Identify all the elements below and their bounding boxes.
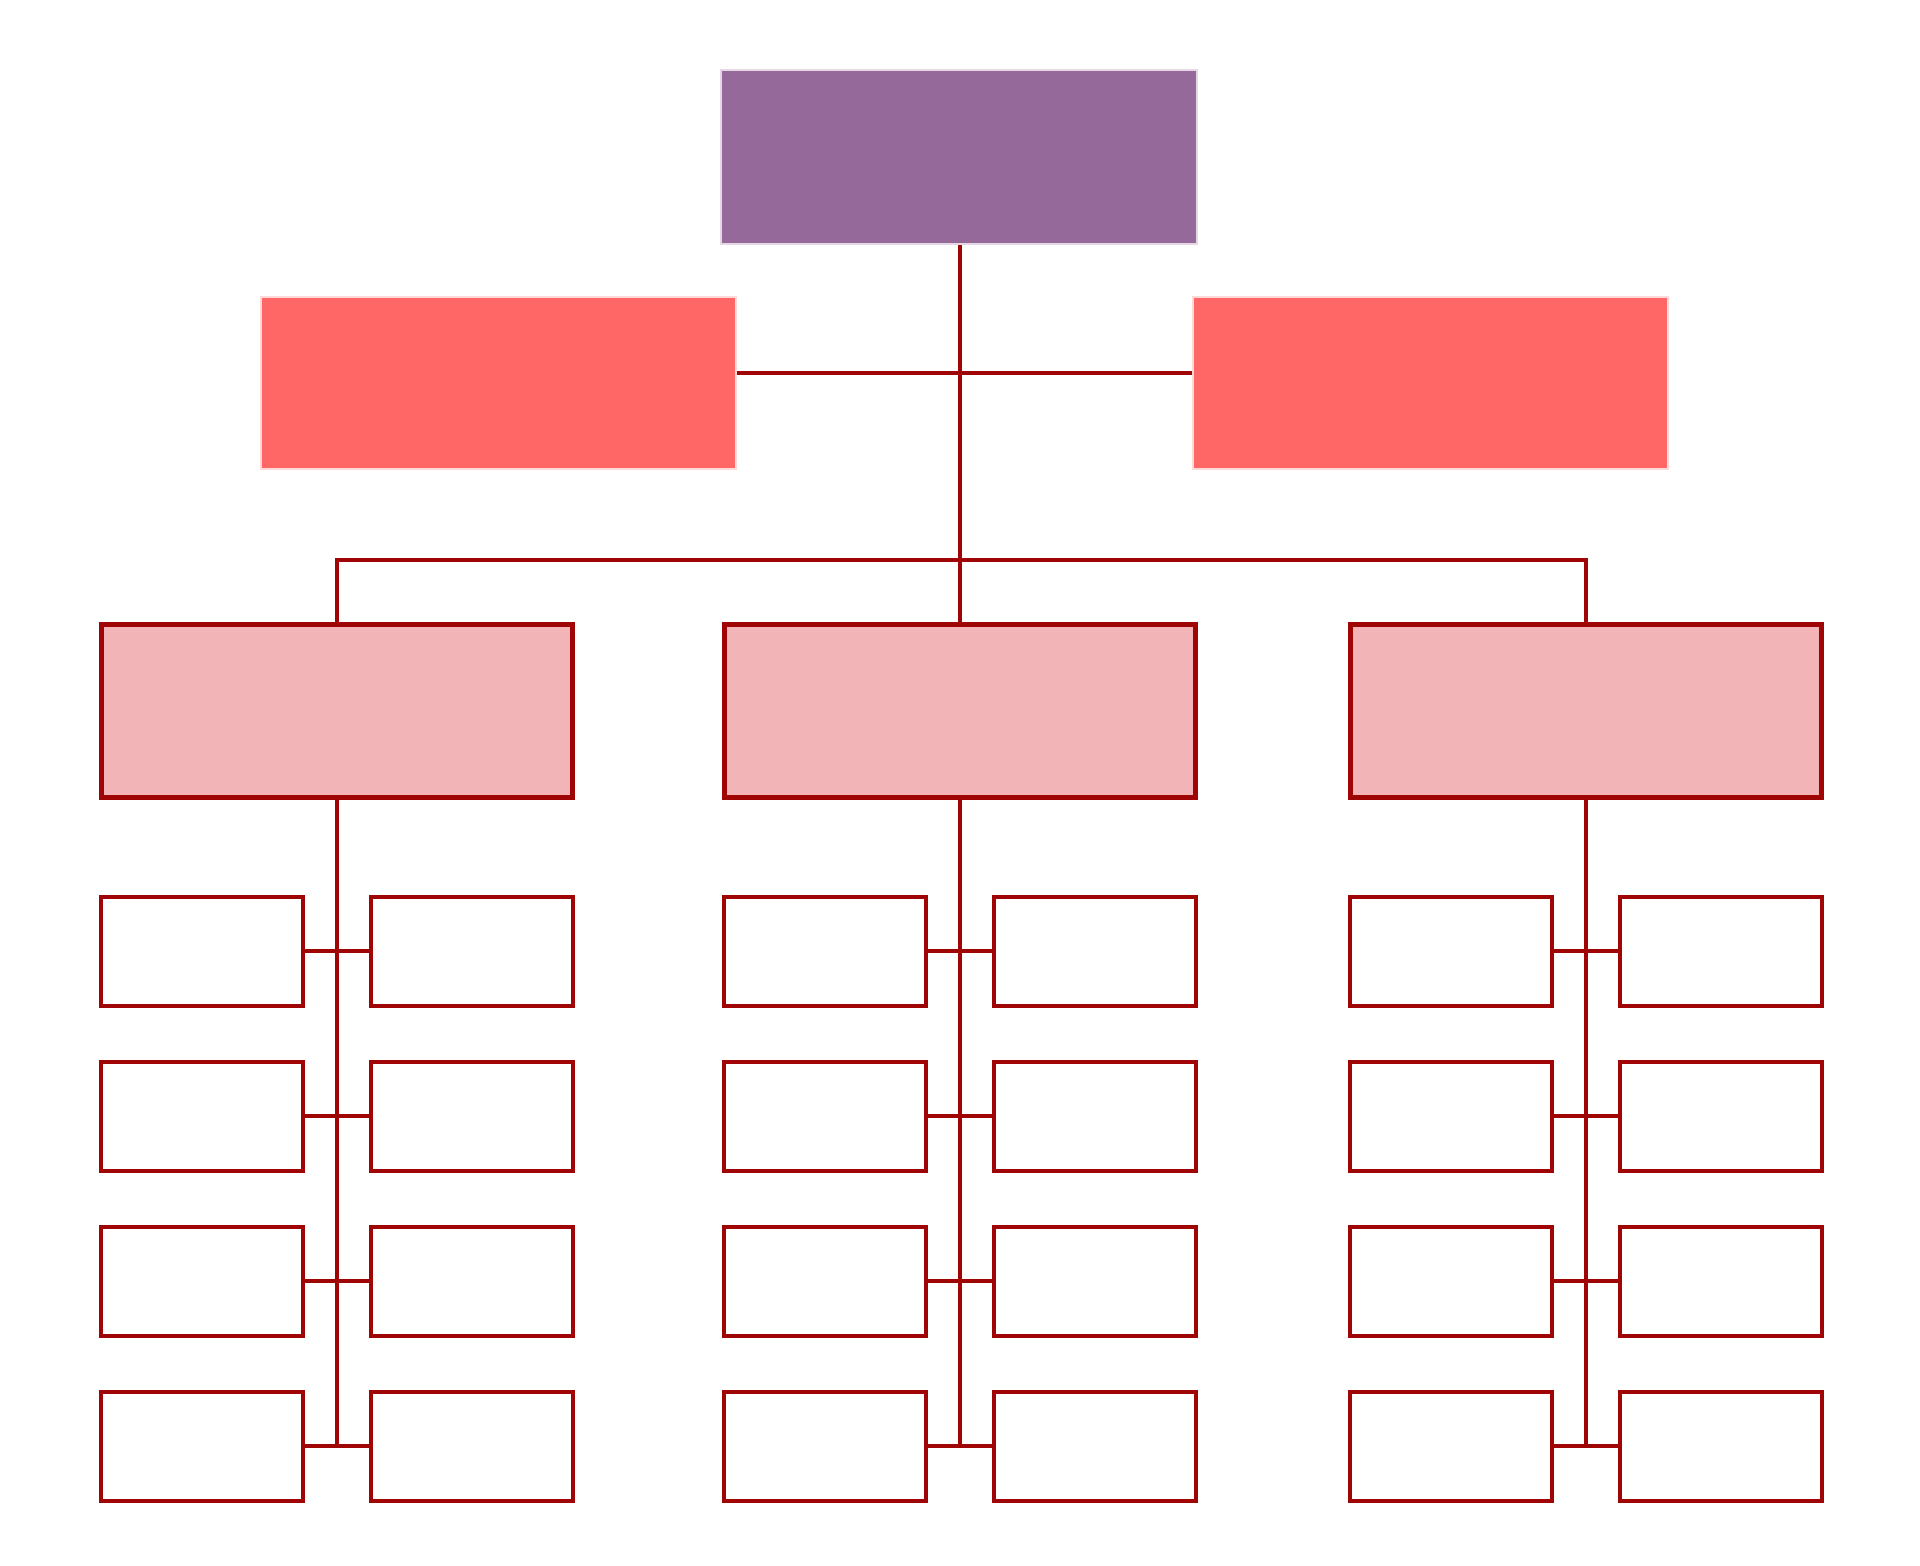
branch-spine-connector-1 [335, 798, 339, 1448]
leaf-node-2-2[interactable] [992, 895, 1198, 1008]
leaf-node-3-2[interactable] [1618, 895, 1824, 1008]
branch-node-3[interactable] [1348, 622, 1824, 800]
leaf-node-2-4[interactable] [992, 1060, 1198, 1173]
leaf-node-3-3[interactable] [1348, 1060, 1554, 1173]
leaf-row-connector-3-4 [1554, 1444, 1618, 1448]
leaf-row-connector-3-2 [1554, 1114, 1618, 1118]
leaf-node-1-3[interactable] [99, 1060, 305, 1173]
leaf-node-3-8[interactable] [1618, 1390, 1824, 1503]
leaf-node-2-8[interactable] [992, 1390, 1198, 1503]
leaf-node-1-5[interactable] [99, 1225, 305, 1338]
leaf-node-2-3[interactable] [722, 1060, 928, 1173]
leaf-node-3-5[interactable] [1348, 1225, 1554, 1338]
leaf-node-3-4[interactable] [1618, 1060, 1824, 1173]
leaf-row-connector-1-1 [305, 949, 369, 953]
branch-spine-connector-3 [1584, 798, 1588, 1448]
leaf-node-2-5[interactable] [722, 1225, 928, 1338]
leaf-row-connector-2-2 [928, 1114, 992, 1118]
branch-node-1[interactable] [99, 622, 575, 800]
branch-spine-connector-2 [958, 798, 962, 1448]
leaf-node-3-1[interactable] [1348, 895, 1554, 1008]
leaf-row-connector-1-3 [305, 1279, 369, 1283]
leaf-node-1-6[interactable] [369, 1225, 575, 1338]
leaf-row-connector-3-3 [1554, 1279, 1618, 1283]
leaf-node-1-4[interactable] [369, 1060, 575, 1173]
leaf-node-3-7[interactable] [1348, 1390, 1554, 1503]
root-node[interactable] [720, 69, 1198, 245]
branch-drop-connector-1 [335, 558, 339, 626]
leaf-node-1-2[interactable] [369, 895, 575, 1008]
secondary-connector [737, 371, 1192, 375]
leaf-row-connector-1-4 [305, 1444, 369, 1448]
leaf-node-1-8[interactable] [369, 1390, 575, 1503]
leaf-node-3-6[interactable] [1618, 1225, 1824, 1338]
branch-drop-connector-2 [958, 558, 962, 626]
leaf-node-1-7[interactable] [99, 1390, 305, 1503]
leaf-row-connector-2-1 [928, 949, 992, 953]
leaf-node-1-1[interactable] [99, 895, 305, 1008]
secondary-node-left[interactable] [260, 296, 737, 470]
secondary-node-right[interactable] [1192, 296, 1669, 470]
leaf-node-2-6[interactable] [992, 1225, 1198, 1338]
branch-drop-connector-3 [1584, 558, 1588, 626]
trunk-connector [958, 245, 962, 562]
leaf-node-2-1[interactable] [722, 895, 928, 1008]
leaf-row-connector-3-1 [1554, 949, 1618, 953]
leaf-row-connector-2-4 [928, 1444, 992, 1448]
leaf-row-connector-2-3 [928, 1279, 992, 1283]
leaf-row-connector-1-2 [305, 1114, 369, 1118]
leaf-node-2-7[interactable] [722, 1390, 928, 1503]
branch-node-2[interactable] [722, 622, 1198, 800]
